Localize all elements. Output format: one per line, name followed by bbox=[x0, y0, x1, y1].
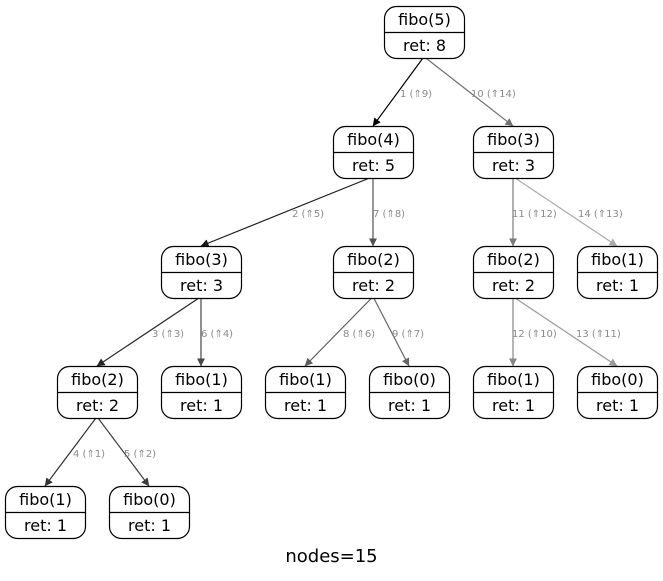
edge-n4-n6 bbox=[97, 417, 150, 487]
call-node-n14: fibo(0) ret: 1 bbox=[576, 365, 659, 420]
edge-label: 12 (⇑10) bbox=[512, 329, 557, 340]
node-call-label: fibo(1) bbox=[279, 370, 332, 389]
call-node-n8: fibo(2) ret: 2 bbox=[332, 245, 415, 300]
edge-n8-n10 bbox=[373, 297, 410, 367]
call-node-n1: fibo(5) ret: 8 bbox=[383, 5, 466, 60]
edge-n8-n9 bbox=[304, 297, 373, 367]
node-call-label: fibo(1) bbox=[591, 250, 644, 269]
node-call-label: fibo(3) bbox=[487, 130, 540, 149]
node-return-label: ret: 1 bbox=[596, 396, 639, 415]
call-node-n5: fibo(1) ret: 1 bbox=[4, 485, 87, 540]
node-return-label: ret: 8 bbox=[403, 36, 446, 55]
node-call-label: fibo(0) bbox=[383, 370, 436, 389]
node-call-label: fibo(5) bbox=[398, 10, 451, 29]
node-return-label: ret: 5 bbox=[352, 156, 395, 175]
node-return-label: ret: 1 bbox=[180, 396, 223, 415]
call-node-n13: fibo(1) ret: 1 bbox=[472, 365, 555, 420]
call-node-n6: fibo(0) ret: 1 bbox=[108, 485, 191, 540]
edge-label: 4 (⇑1) bbox=[73, 449, 105, 460]
call-node-n10: fibo(0) ret: 1 bbox=[368, 365, 451, 420]
node-call-label: fibo(1) bbox=[19, 490, 72, 509]
edge-label: 6 (⇑4) bbox=[201, 329, 233, 340]
edge-n3-n4 bbox=[96, 297, 200, 367]
edge-n12-n14 bbox=[514, 297, 618, 367]
edge-n1-n11 bbox=[425, 57, 514, 127]
edge-label: 1 (⇑9) bbox=[400, 89, 432, 100]
edge-n2-n3 bbox=[200, 177, 370, 247]
node-return-label: ret: 3 bbox=[180, 276, 223, 295]
node-return-label: ret: 1 bbox=[388, 396, 431, 415]
edge-label: 7 (⇑8) bbox=[373, 209, 405, 220]
node-return-label: ret: 1 bbox=[128, 516, 171, 535]
node-call-label: fibo(0) bbox=[123, 490, 176, 509]
edge-label: 14 (⇑13) bbox=[578, 209, 623, 220]
node-return-label: ret: 1 bbox=[284, 396, 327, 415]
call-node-n4: fibo(2) ret: 2 bbox=[56, 365, 139, 420]
node-call-label: fibo(2) bbox=[347, 250, 400, 269]
call-node-n7: fibo(1) ret: 1 bbox=[160, 365, 243, 420]
node-call-label: fibo(1) bbox=[487, 370, 540, 389]
call-node-n12: fibo(2) ret: 2 bbox=[472, 245, 555, 300]
node-return-label: ret: 1 bbox=[492, 396, 535, 415]
node-call-label: fibo(1) bbox=[175, 370, 228, 389]
edge-label: 3 (⇑3) bbox=[152, 329, 184, 340]
node-call-label: fibo(2) bbox=[71, 370, 124, 389]
node-return-label: ret: 2 bbox=[76, 396, 119, 415]
node-call-label: fibo(0) bbox=[591, 370, 644, 389]
edge-label: 10 (⇑14) bbox=[471, 89, 516, 100]
node-return-label: ret: 2 bbox=[492, 276, 535, 295]
call-node-n9: fibo(1) ret: 1 bbox=[264, 365, 347, 420]
node-call-label: fibo(2) bbox=[487, 250, 540, 269]
edge-n1-n2 bbox=[372, 57, 424, 127]
node-return-label: ret: 2 bbox=[352, 276, 395, 295]
edges-layer: 1 (⇑9) 2 (⇑5) 3 (⇑3) 4 (⇑1) 5 (⇑2) 6 (⇑4) 7 (⇑… bbox=[44, 57, 623, 487]
call-node-n3: fibo(3) ret: 3 bbox=[160, 245, 243, 300]
edge-label: 2 (⇑5) bbox=[292, 209, 324, 220]
edge-label: 11 (⇑12) bbox=[512, 209, 557, 220]
edge-label: 5 (⇑2) bbox=[124, 449, 156, 460]
edge-label: 13 (⇑11) bbox=[576, 329, 621, 340]
call-node-n15: fibo(1) ret: 1 bbox=[576, 245, 659, 300]
node-return-label: ret: 3 bbox=[492, 156, 535, 175]
node-return-label: ret: 1 bbox=[596, 276, 639, 295]
call-node-n11: fibo(3) ret: 3 bbox=[472, 125, 555, 180]
edge-label: 9 (⇑7) bbox=[392, 329, 424, 340]
edge-label: 8 (⇑6) bbox=[343, 329, 375, 340]
node-call-label: fibo(4) bbox=[347, 130, 400, 149]
node-call-label: fibo(3) bbox=[175, 250, 228, 269]
node-return-label: ret: 1 bbox=[24, 516, 67, 535]
edge-n4-n5 bbox=[44, 417, 97, 487]
edge-n11-n15 bbox=[514, 177, 618, 247]
node-count-label: nodes=15 bbox=[285, 546, 378, 567]
call-node-n2: fibo(4) ret: 5 bbox=[332, 125, 415, 180]
